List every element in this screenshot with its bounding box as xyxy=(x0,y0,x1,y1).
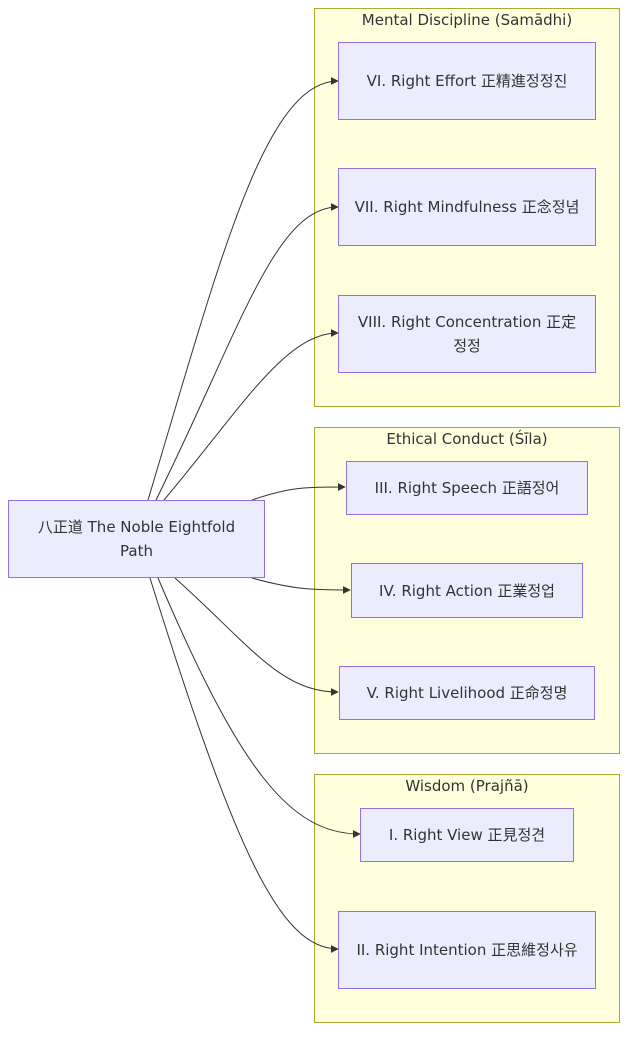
node-right-effort[interactable]: VI. Right Effort 正精進정정진 xyxy=(338,42,596,120)
edge-root-to-right-action xyxy=(251,577,351,594)
node-right-concentration[interactable]: VIII. Right Concentration 正定정정 xyxy=(338,295,596,373)
edge-root-to-right-livelihood xyxy=(174,577,339,696)
node-right-intention[interactable]: II. Right Intention 正思維정사유 xyxy=(338,911,596,989)
node-right-view[interactable]: I. Right View 正見정견 xyxy=(360,808,574,862)
node-right-mindfulness[interactable]: VII. Right Mindfulness 正念정념 xyxy=(338,168,596,246)
cluster-title-ethical-conduct: Ethical Conduct (Śīla) xyxy=(386,430,548,448)
node-noble-eightfold-path[interactable]: 八正道 The Noble Eightfold Path xyxy=(8,500,265,578)
edge-root-to-right-view xyxy=(157,577,361,838)
node-right-action[interactable]: IV. Right Action 正業정업 xyxy=(351,563,583,618)
edge-root-to-right-mindfulness xyxy=(155,203,339,501)
node-right-speech[interactable]: III. Right Speech 正語정어 xyxy=(346,461,588,515)
edge-root-to-right-intention xyxy=(149,577,339,953)
edge-root-to-right-concentration xyxy=(163,329,339,501)
node-right-livelihood[interactable]: V. Right Livelihood 正命정명 xyxy=(339,666,595,720)
edge-root-to-right-effort xyxy=(147,77,339,501)
cluster-title-wisdom: Wisdom (Prajñā) xyxy=(405,777,529,795)
cluster-title-mental-discipline: Mental Discipline (Samādhi) xyxy=(361,11,573,29)
edge-root-to-right-speech xyxy=(251,483,346,501)
